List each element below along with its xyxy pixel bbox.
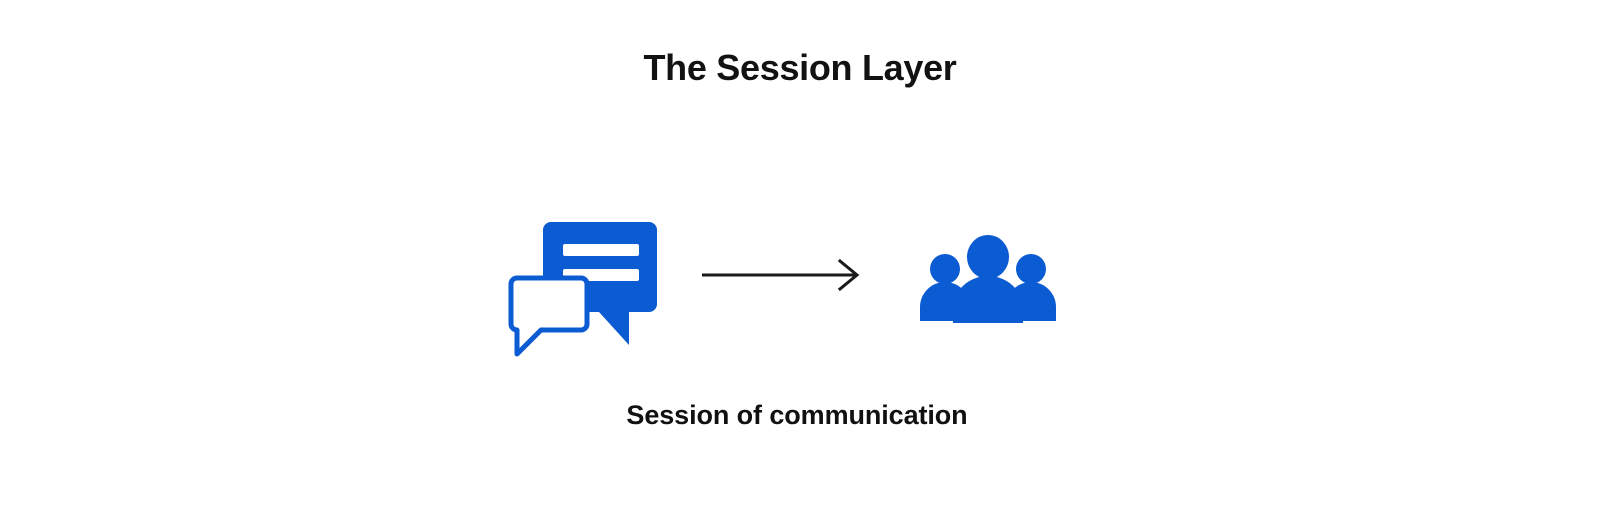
people-group-icon (918, 233, 1058, 338)
page-title: The Session Layer (643, 47, 957, 88)
diagram-container (495, 205, 1075, 365)
chat-bubbles-icon (503, 208, 663, 363)
diagram-caption-text: Session of communication (626, 400, 968, 430)
diagram-caption: Session of communication (0, 400, 1600, 431)
diagram-connector-chat-to-people (700, 253, 870, 297)
diagram-node-chat (495, 205, 670, 365)
diagram-node-people (900, 205, 1075, 365)
